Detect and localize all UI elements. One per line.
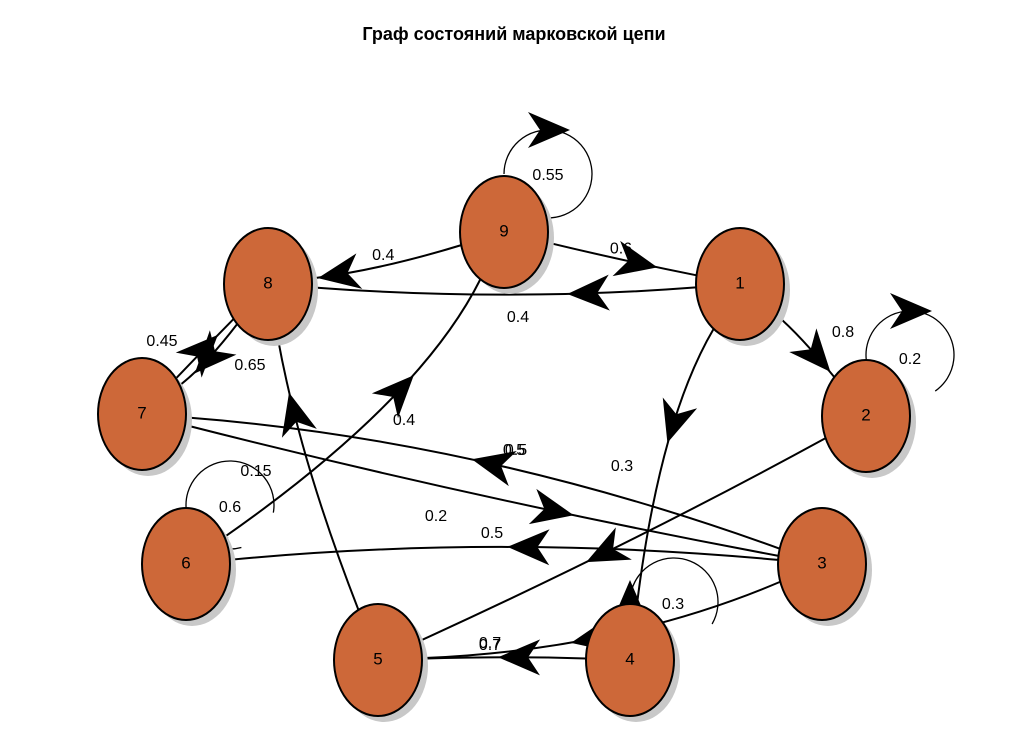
state-node-5: 5	[333, 603, 428, 722]
state-node-label: 1	[735, 273, 744, 292]
edge-7-to-8-label: 0.45	[146, 333, 177, 350]
edge-1-to-4-label: 0.3	[611, 458, 633, 475]
state-node-label: 2	[861, 405, 870, 424]
edge-5-to-8-label: 0.15	[240, 463, 271, 480]
edge-2-to-5-label: 0.5	[505, 442, 527, 459]
edge-4-to-5-arrowhead	[498, 639, 541, 676]
edge-9-to-8-arrowhead	[317, 253, 363, 289]
edge-labels-layer: 0.80.30.40.20.50.50.50.70.30.70.150.60.4…	[146, 167, 921, 654]
edge-9-to-9-loop	[503, 129, 593, 219]
edge-7-to-3-line	[184, 424, 779, 557]
edge-1-to-8-label: 0.4	[507, 309, 529, 326]
state-node-1: 1	[695, 227, 790, 346]
nodes-layer: 1 2 3 4 5 6 7 8 9	[97, 175, 916, 722]
edge-1-to-2-label: 0.8	[832, 324, 854, 341]
edge-3-to-7-arrowhead	[471, 451, 517, 487]
arrows-layer	[175, 112, 932, 676]
state-node-6: 6	[141, 507, 236, 626]
state-node-circle	[695, 227, 785, 341]
edge-6-to-6-label: 0.6	[219, 499, 241, 516]
edge-9-to-9-arrowhead	[528, 112, 570, 148]
edge-9-to-1-label: 0.6	[610, 241, 632, 258]
edge-7-to-3-arrowhead	[528, 488, 574, 525]
edge-8-to-7-arrowhead	[194, 330, 237, 374]
edge-5-to-8-arrowhead	[281, 392, 317, 438]
edge-1-to-8-line	[311, 286, 697, 296]
state-node-2: 2	[821, 359, 916, 478]
edge-2-to-2-label: 0.2	[899, 351, 921, 368]
edge-3-to-6-arrowhead	[507, 529, 550, 566]
edge-3-to-5-label: 0.7	[479, 635, 501, 652]
state-node-8: 8	[223, 227, 318, 346]
diagram-title: Граф состояний марковской цепи	[362, 24, 666, 44]
state-node-7: 7	[97, 357, 192, 476]
edge-2-to-5-arrowhead	[586, 527, 632, 563]
edge-1-to-4-line	[635, 328, 715, 605]
edge-6-to-9-label: 0.4	[393, 412, 415, 429]
edge-6-to-9-line	[223, 278, 482, 538]
edge-8-to-7-label: 0.65	[234, 357, 265, 374]
state-node-label: 8	[263, 273, 272, 292]
state-node-label: 9	[499, 221, 508, 240]
state-node-label: 7	[137, 403, 146, 422]
state-node-3: 3	[777, 507, 872, 626]
edge-5-to-8-line	[276, 338, 360, 611]
state-node-label: 6	[181, 553, 190, 572]
edge-9-to-1-arrowhead	[612, 240, 658, 277]
edge-6-to-9-arrowhead	[371, 375, 414, 419]
state-node-9: 9	[459, 175, 554, 294]
edge-9-to-8-label: 0.4	[372, 247, 394, 264]
state-node-circle	[585, 603, 675, 717]
edge-2-to-2-arrowhead	[890, 293, 932, 329]
edge-1-to-2-arrowhead	[789, 328, 831, 372]
state-node-4: 4	[585, 603, 680, 722]
edge-1-to-4-arrowhead	[662, 397, 698, 443]
edge-3-to-7-label: 0.5	[503, 442, 525, 459]
state-node-circle	[459, 175, 549, 289]
state-node-circle	[223, 227, 313, 341]
edge-2-to-5-line	[419, 437, 827, 643]
state-node-label: 4	[625, 649, 634, 668]
edge-4-to-5-label: 0.7	[479, 637, 501, 654]
edge-1-to-8-arrowhead	[567, 274, 610, 311]
edge-3-to-6-label: 0.5	[481, 525, 503, 542]
edge-4-to-4-label: 0.3	[662, 596, 684, 613]
state-node-label: 5	[373, 649, 382, 668]
edge-3-to-6-line	[229, 545, 779, 561]
state-node-circle	[141, 507, 231, 621]
edge-9-to-1-line	[546, 241, 697, 277]
state-node-circle	[97, 357, 187, 471]
state-node-circle	[821, 359, 911, 473]
state-node-circle	[333, 603, 423, 717]
edge-7-to-3-label: 0.2	[425, 508, 447, 525]
edge-9-to-9-label: 0.55	[532, 167, 563, 184]
state-node-label: 3	[817, 553, 826, 572]
state-node-circle	[777, 507, 867, 621]
